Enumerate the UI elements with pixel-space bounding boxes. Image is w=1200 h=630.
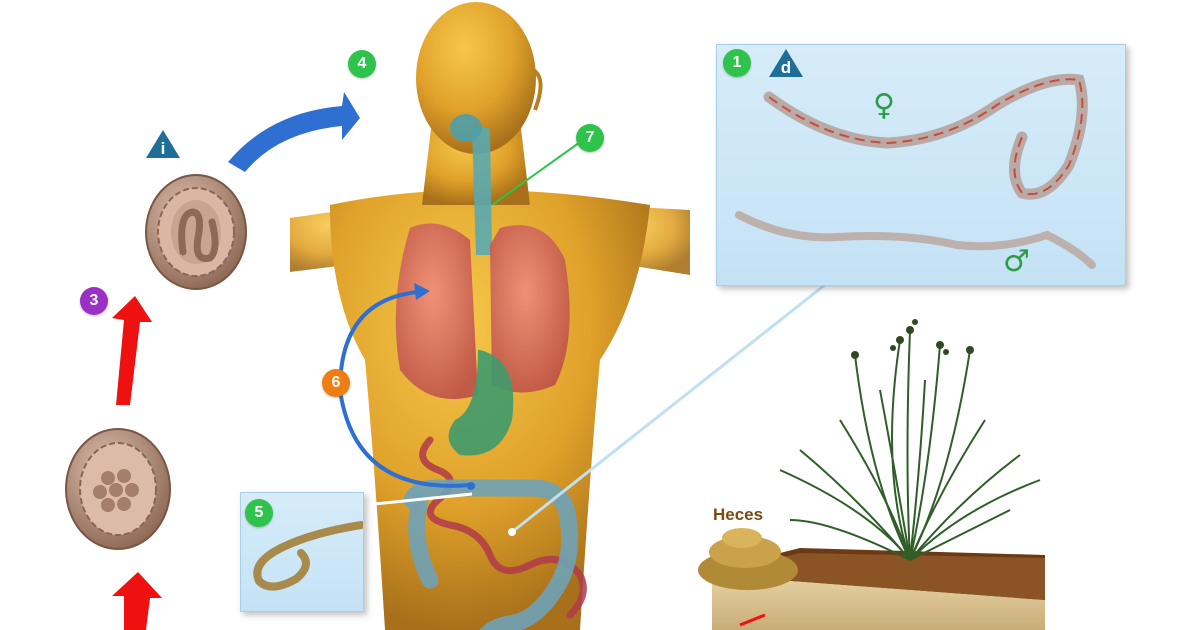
mouth-cavity — [450, 114, 482, 142]
stage-badge-1: 1 — [723, 49, 751, 77]
diagnostic-stage-icon: d — [769, 49, 803, 77]
intestine-marker — [467, 482, 475, 490]
adult-worms — [735, 73, 1096, 269]
human-figure — [290, 2, 690, 630]
female-symbol: ♀ — [873, 88, 895, 123]
stage-badge-5: 5 — [245, 499, 273, 527]
stage-badge-4: 4 — [348, 50, 376, 78]
migration-arrow-6-head — [414, 283, 430, 300]
adult-worms-panel: 1 d ♀ ♂ — [716, 44, 1126, 286]
small-intestine — [419, 436, 587, 619]
leader-line-adults — [511, 282, 827, 534]
ear — [531, 68, 543, 111]
ingestion-arrow — [228, 92, 360, 172]
infective-stage-icon: i — [146, 130, 180, 158]
larva — [253, 521, 363, 591]
left-lung — [395, 223, 478, 400]
stage-badge-6: 6 — [322, 369, 350, 397]
adult-location-marker — [508, 528, 516, 536]
male-worm — [735, 211, 1096, 269]
leader-line-7 — [491, 139, 584, 206]
right-lung — [490, 225, 570, 393]
leader-line-5 — [364, 492, 473, 507]
infective-egg — [145, 174, 247, 290]
development-arrow-up — [112, 296, 152, 405]
stomach — [448, 350, 514, 456]
grass-tuft — [779, 329, 1041, 561]
diagnostic-stage-label: d — [780, 58, 792, 77]
feces-label: Heces — [713, 505, 764, 524]
larva-panel: 5 — [240, 492, 364, 612]
grass-seedheads — [851, 319, 974, 359]
infective-stage-label: i — [160, 139, 166, 158]
colon-left — [408, 491, 439, 589]
stage-badge-3: 3 — [80, 287, 108, 315]
head — [416, 2, 536, 154]
male-symbol: ♂ — [1003, 244, 1030, 279]
large-intestine — [403, 479, 579, 630]
unembryonated-egg — [65, 428, 171, 550]
development-arrow-bottom — [112, 572, 162, 630]
stage-badge-7: 7 — [576, 124, 604, 152]
feces-pile — [698, 528, 798, 590]
trachea — [472, 128, 492, 255]
